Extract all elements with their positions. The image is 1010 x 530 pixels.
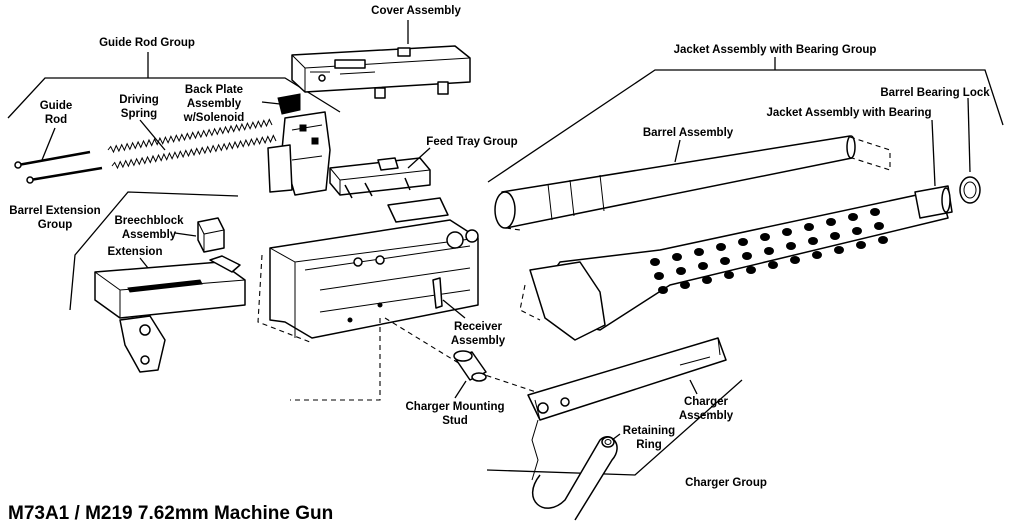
vent-hole	[738, 238, 748, 246]
label-receiver-line2: Assembly	[451, 335, 506, 347]
label-feed-tray-group: Feed Tray Group	[426, 136, 517, 148]
label-back-plate-line3: w/Solenoid	[183, 112, 245, 124]
label-breechblock-line1: Breechblock	[114, 215, 184, 227]
feed-tray-part	[329, 157, 431, 199]
vent-hole	[658, 286, 668, 294]
label-back-plate-line1: Back Plate	[185, 84, 243, 96]
vent-hole	[742, 252, 752, 260]
label-guide-rod-line1: Guide	[40, 100, 73, 112]
driving-springs-part	[107, 118, 277, 170]
breechblock-part	[197, 217, 225, 253]
vent-hole	[720, 257, 730, 265]
receiver-part	[269, 197, 479, 339]
label-receiver-line1: Receiver	[454, 321, 502, 333]
charger-assembly-part	[527, 337, 727, 521]
label-guide-rod-line2: Rod	[45, 114, 67, 126]
label-jacket-with-bearing: Jacket Assembly with Bearing	[766, 107, 931, 119]
vent-hole	[856, 241, 866, 249]
vent-hole	[786, 242, 796, 250]
label-charger-assembly-line2: Assembly	[679, 410, 734, 422]
leader-lines	[41, 20, 971, 441]
vent-hole	[654, 272, 664, 280]
label-barrel-bearing-lock: Barrel Bearing Lock	[880, 87, 990, 99]
page-title: M73A1 / M219 7.62mm Machine Gun	[8, 503, 333, 524]
vent-hole	[830, 232, 840, 240]
vent-hole	[724, 271, 734, 279]
jacket-assembly-part	[519, 185, 953, 341]
vent-hole	[650, 258, 660, 266]
barrel-bearing-lock-part	[959, 176, 981, 204]
label-retaining-ring-line2: Ring	[636, 439, 662, 451]
charger-mounting-stud-part	[453, 350, 487, 382]
vent-hole	[782, 228, 792, 236]
vent-hole	[852, 227, 862, 235]
vent-hole	[870, 208, 880, 216]
label-guide-rod-group: Guide Rod Group	[99, 37, 195, 49]
guide-rods-part	[14, 150, 103, 184]
vent-hole	[694, 248, 704, 256]
label-extension: Extension	[108, 246, 163, 258]
vent-hole	[672, 253, 682, 261]
label-jacket-group: Jacket Assembly with Bearing Group	[674, 44, 877, 56]
vent-hole	[698, 262, 708, 270]
cover-assembly-part	[291, 45, 471, 99]
vent-hole	[878, 236, 888, 244]
label-charger-stud-line2: Stud	[442, 415, 468, 427]
vent-hole	[716, 243, 726, 251]
vent-hole	[768, 261, 778, 269]
vent-hole	[790, 256, 800, 264]
vent-hole	[702, 276, 712, 284]
label-driving-spring-line1: Driving	[119, 94, 159, 106]
vent-hole	[680, 281, 690, 289]
label-retaining-ring-line1: Retaining	[623, 425, 675, 437]
retaining-ring-part	[601, 436, 615, 448]
label-charger-assembly-line1: Charger	[684, 396, 729, 408]
label-barrel-extension-group-line1: Barrel Extension	[9, 205, 100, 217]
back-plate-part	[267, 93, 331, 196]
label-cover-assembly: Cover Assembly	[371, 5, 461, 17]
label-charger-group: Charger Group	[685, 477, 767, 489]
vent-hole	[764, 247, 774, 255]
vent-hole	[808, 237, 818, 245]
vent-hole	[812, 251, 822, 259]
label-barrel-assembly: Barrel Assembly	[643, 127, 734, 139]
label-barrel-extension-group-line2: Group	[38, 219, 73, 231]
label-driving-spring-line2: Spring	[121, 108, 157, 120]
label-back-plate-line2: Assembly	[187, 98, 242, 110]
vent-hole	[826, 218, 836, 226]
jacket-vent-holes	[650, 208, 888, 294]
vent-hole	[848, 213, 858, 221]
vent-hole	[760, 233, 770, 241]
vent-hole	[804, 223, 814, 231]
vent-hole	[874, 222, 884, 230]
group-brackets	[7, 52, 1004, 476]
vent-hole	[834, 246, 844, 254]
label-breechblock-line2: Assembly	[122, 229, 177, 241]
label-charger-stud-line1: Charger Mounting	[405, 401, 504, 413]
vent-hole	[746, 266, 756, 274]
barrel-assembly-part	[494, 135, 891, 231]
labels: Cover Assembly Guide Rod Group Guide Rod…	[8, 5, 990, 524]
vent-hole	[676, 267, 686, 275]
barrel-extension-part	[94, 255, 246, 373]
